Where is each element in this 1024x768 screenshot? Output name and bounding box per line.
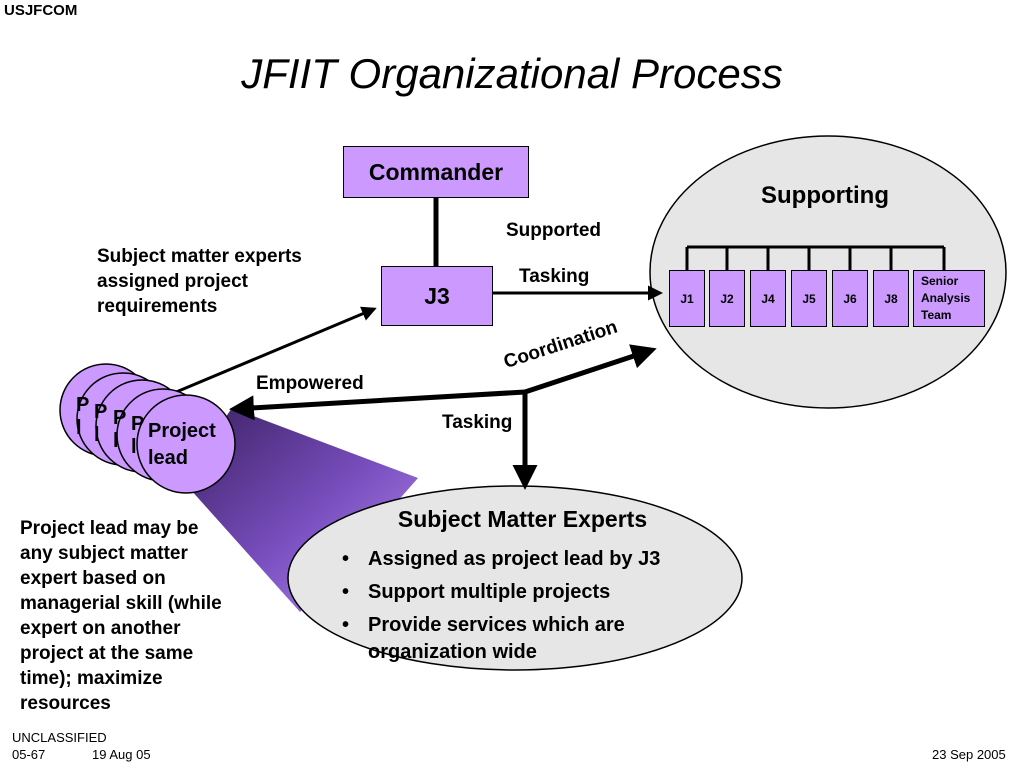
unit-j5: J5 <box>791 270 827 327</box>
sme-title: Subject Matter Experts <box>397 506 648 532</box>
date-left: 19 Aug 05 <box>92 747 151 762</box>
project-lead-cone <box>182 408 418 612</box>
unit-j4: J4 <box>750 270 786 327</box>
page-title: JFIIT Organizational Process <box>241 50 783 97</box>
svg-text:l: l <box>113 430 119 452</box>
project-lead-to-j3-arrow <box>149 306 377 405</box>
bullet-dot-icon: • <box>342 614 350 636</box>
empowered-arrow <box>229 389 526 421</box>
j3-node: J3 <box>381 266 493 326</box>
tasking-label-top: Tasking <box>519 266 590 287</box>
project-lead-label: Project lead <box>148 420 216 469</box>
svg-text:l: l <box>94 424 100 446</box>
list-item: • Assigned as project lead by J3 <box>340 546 725 573</box>
svg-text:l: l <box>76 417 82 439</box>
doc-number: 05-67 <box>12 747 46 762</box>
svg-text:P: P <box>131 413 144 435</box>
supporting-title: Supporting <box>761 182 889 209</box>
list-item: • Support multiple projects <box>340 579 725 606</box>
sme-bullet-list: • Assigned as project lead by J3 • Support… <box>340 546 725 672</box>
project-lead-stack-labels: Pl Pl Pl Pl <box>76 394 144 458</box>
bullet-text: Support multiple projects <box>368 581 611 603</box>
classification-label: UNCLASSIFIED <box>12 730 107 745</box>
list-item: • Provide services which are organization… <box>340 612 725 666</box>
unit-j8: J8 <box>873 270 909 327</box>
supported-label: Supported <box>506 220 601 241</box>
sme-assigned-note: Subject matter experts assigned project … <box>97 246 302 317</box>
svg-text:P: P <box>76 394 89 416</box>
supporting-bracket <box>685 245 946 270</box>
tasking-label-bottom: Tasking <box>442 412 513 433</box>
bullet-dot-icon: • <box>342 548 350 570</box>
org-name: USJFCOM <box>4 2 78 19</box>
svg-text:P: P <box>113 407 126 429</box>
bullet-dot-icon: • <box>342 581 350 603</box>
senior-analysis-team: Senior Analysis Team <box>913 270 985 327</box>
bullet-text: Assigned as project lead by J3 <box>368 548 661 570</box>
svg-text:P: P <box>94 401 107 423</box>
unit-j1: J1 <box>669 270 705 327</box>
unit-j6: J6 <box>832 270 868 327</box>
project-lead-note: Project lead may be any subject matter e… <box>20 518 222 714</box>
svg-text:l: l <box>131 436 137 458</box>
unit-j2: J2 <box>709 270 745 327</box>
supporting-ellipse <box>649 135 1007 409</box>
bullet-text: Provide services which are organization … <box>368 614 625 663</box>
coordination-arrow <box>524 344 657 395</box>
project-lead-stack <box>59 363 236 494</box>
commander-node: Commander <box>343 146 529 198</box>
empowered-label: Empowered <box>256 373 364 394</box>
date-right: 23 Sep 2005 <box>932 747 1006 762</box>
